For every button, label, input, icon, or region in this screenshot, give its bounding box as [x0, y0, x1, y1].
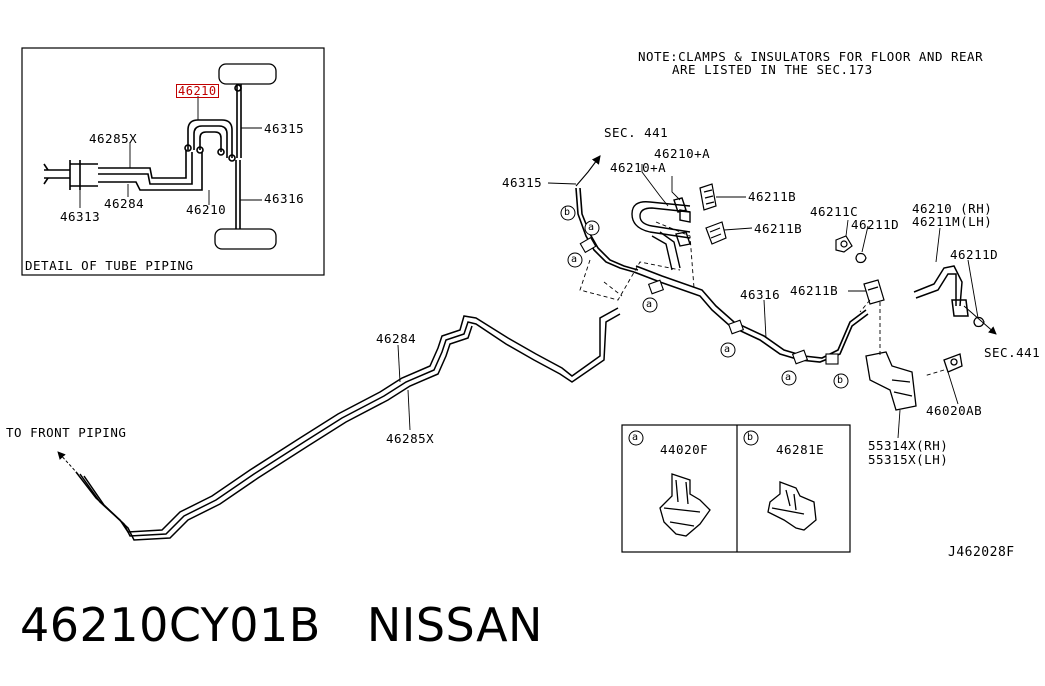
- detail-label-46313: 46313: [60, 209, 101, 224]
- bracket-46211b-clips: [699, 183, 885, 305]
- front-piping-arrow: [57, 451, 79, 475]
- detail-tires: [214, 63, 277, 250]
- highlighted-part-46210[interactable]: 46210: [176, 84, 219, 98]
- inset-part-44020f: 44020F: [660, 442, 709, 457]
- label-46316: 46316: [740, 287, 781, 302]
- bracket-55314x: [865, 351, 963, 411]
- label-46210a-1: 46210+A: [654, 146, 711, 161]
- note-line-1: NOTE:CLAMPS & INSULATORS FOR FLOOR AND R…: [638, 49, 984, 64]
- label-sec441-right: SEC.441: [984, 345, 1041, 360]
- label-46211b-3: 46211B: [790, 283, 839, 298]
- inset-box: [621, 424, 851, 553]
- hose-46210-rh: [913, 265, 997, 335]
- part-title: 46210CY01B NISSAN: [20, 598, 543, 652]
- clip-46281e: [767, 481, 817, 531]
- label-46211m-lh: 46211M(LH): [912, 214, 993, 229]
- detail-title: DETAIL OF TUBE PIPING: [25, 258, 194, 273]
- inset-marker-b: b: [747, 432, 754, 443]
- callout-a-2: a: [588, 222, 595, 233]
- callout-b-2: b: [837, 375, 844, 386]
- fittings-46211c-46211d: [835, 235, 985, 328]
- clip-44020f: [659, 473, 711, 537]
- detail-leader-lines: [79, 96, 262, 208]
- label-sec441-top: SEC. 441: [604, 125, 669, 140]
- inset-marker-a: a: [632, 432, 639, 443]
- detail-box: [21, 47, 325, 276]
- inset-markers: [628, 430, 759, 446]
- figure-code: J462028F: [948, 545, 1015, 560]
- main-leader-lines: [397, 164, 979, 439]
- callout-a-4: a: [724, 344, 731, 355]
- detail-label-46316: 46316: [264, 191, 305, 206]
- label-46284: 46284: [376, 331, 417, 346]
- callout-b-1: b: [564, 207, 571, 218]
- label-to-front-piping: TO FRONT PIPING: [6, 425, 127, 440]
- label-46210-rh: 46210 (RH): [912, 201, 993, 216]
- dashed-leaders: [579, 221, 945, 377]
- label-46285x: 46285X: [386, 431, 435, 446]
- detail-label-46315: 46315: [264, 121, 305, 136]
- detail-tube-piping: [43, 84, 242, 229]
- label-46020ab: 46020AB: [926, 403, 983, 418]
- label-46211b-2: 46211B: [754, 221, 803, 236]
- brand-name: NISSAN: [366, 598, 543, 652]
- label-46210a-2: 46210+A: [610, 160, 667, 175]
- callout-a-5: a: [785, 372, 792, 383]
- label-46211b-1: 46211B: [748, 189, 797, 204]
- detail-label-46284: 46284: [104, 196, 145, 211]
- callout-a-1: a: [571, 254, 578, 265]
- note-line-2: ARE LISTED IN THE SEC.173: [672, 62, 873, 77]
- label-46211d-1: 46211D: [851, 217, 900, 232]
- label-46315: 46315: [502, 175, 543, 190]
- hose-clamps: [579, 236, 839, 365]
- label-46211d-2: 46211D: [950, 247, 999, 262]
- main-tube-46284-46285x: [75, 307, 621, 541]
- callout-circles: [560, 205, 849, 389]
- part-46210a-loop: [631, 197, 691, 271]
- label-55314x-rh: 55314X(RH): [868, 438, 949, 453]
- part-number: 46210CY01B: [20, 598, 321, 652]
- hose-46315: [575, 155, 869, 363]
- detail-label-46210: 46210: [186, 202, 227, 217]
- inset-part-46281e: 46281E: [776, 442, 825, 457]
- detail-label-46285x: 46285X: [89, 131, 138, 146]
- label-55315x-lh: 55315X(LH): [868, 452, 949, 467]
- label-46211c: 46211C: [810, 204, 859, 219]
- callout-a-3: a: [646, 299, 653, 310]
